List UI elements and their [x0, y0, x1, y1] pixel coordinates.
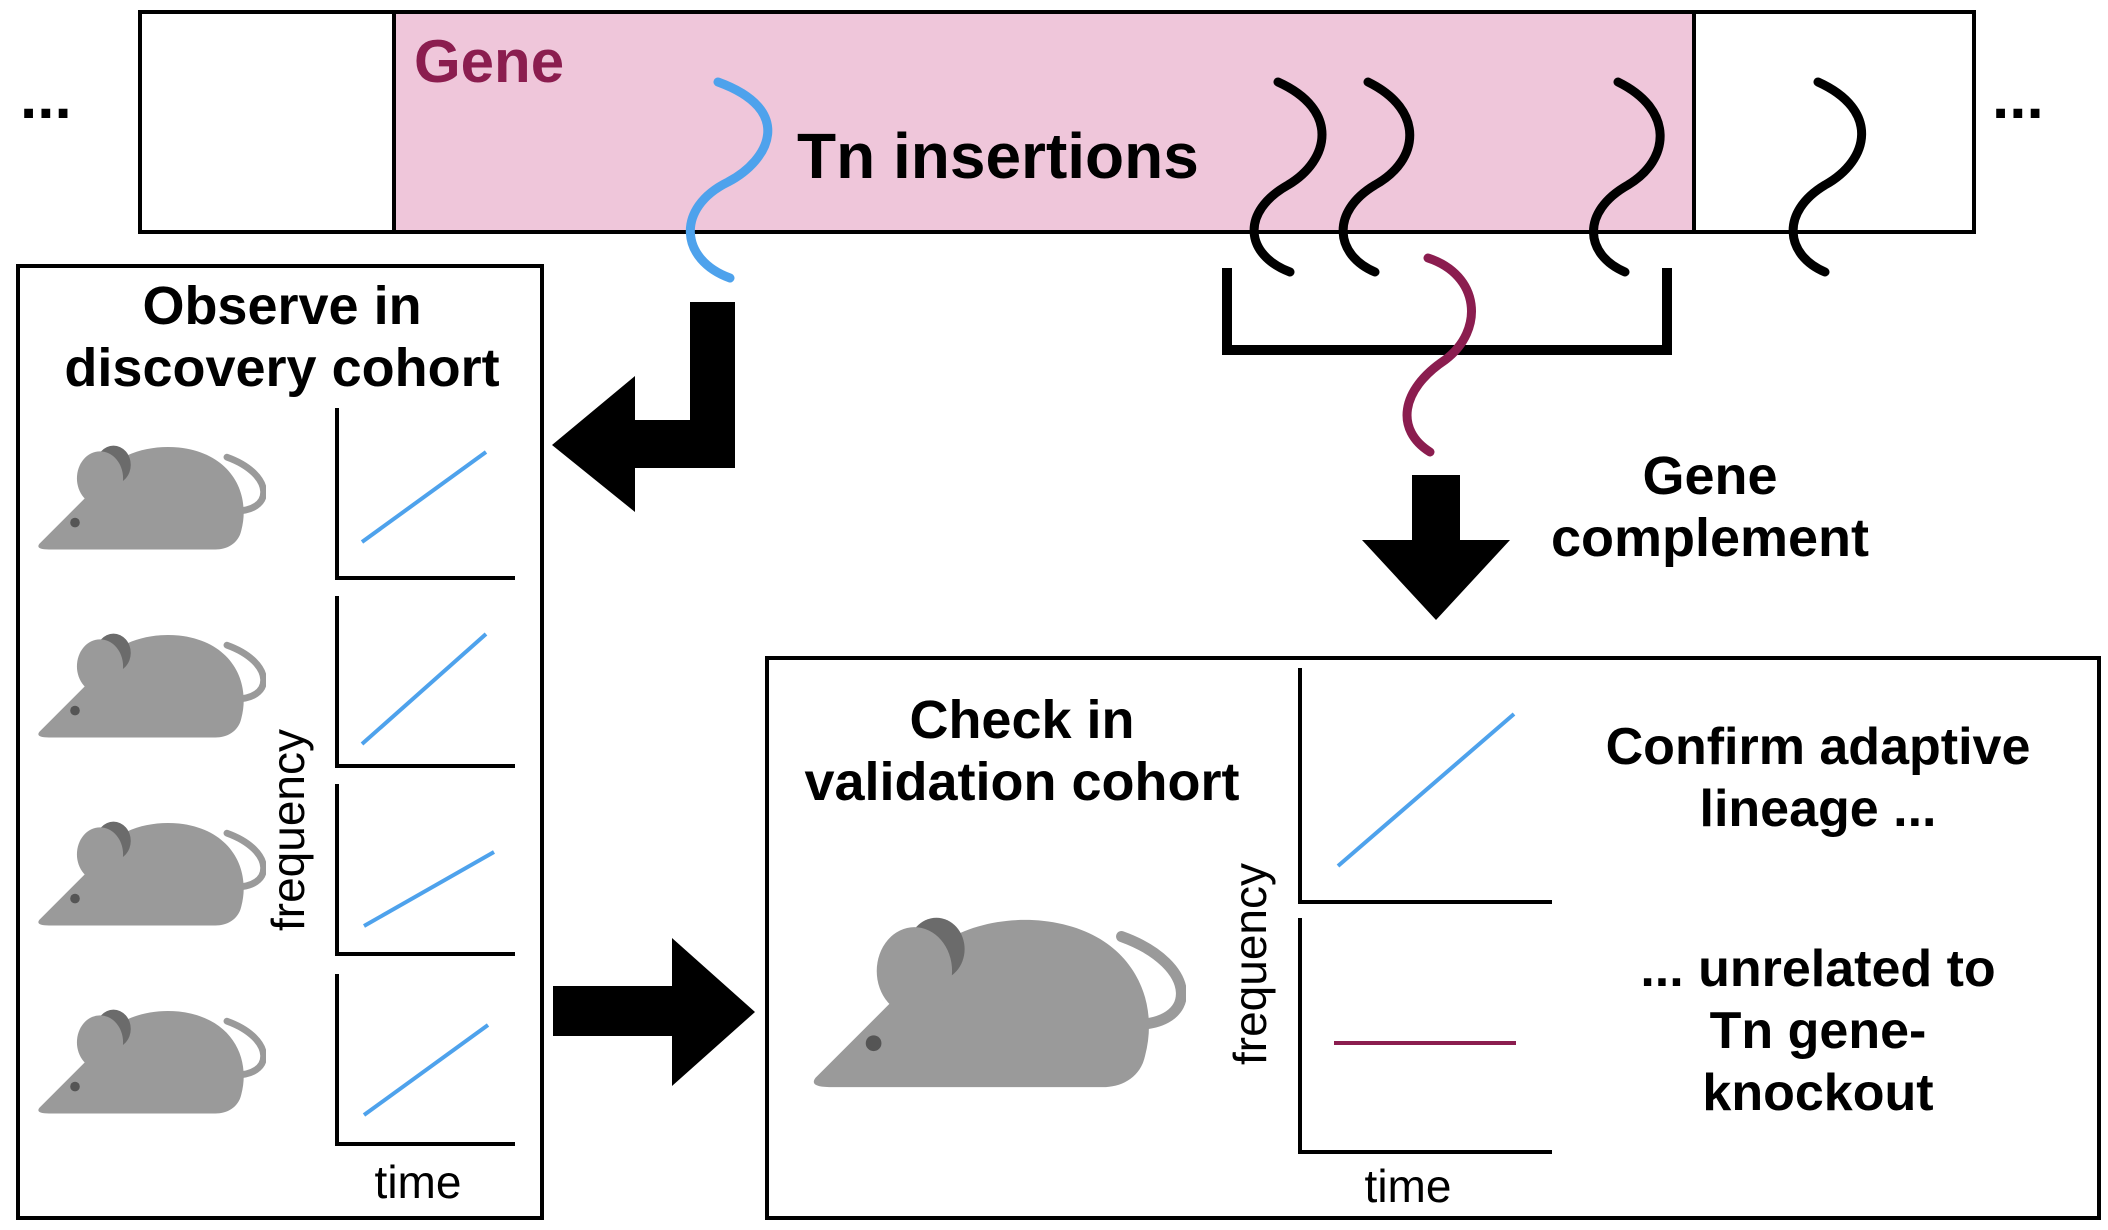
validation-cohort-panel: Check in validation cohort frequency tim… [765, 656, 2101, 1220]
tn-insertion-1 [1249, 77, 1327, 277]
elbow-arrow-to-discovery [552, 302, 735, 512]
tn-insertion-adaptive [685, 77, 773, 283]
discovery-plot-3 [335, 784, 515, 956]
unrelated-line1: ... unrelated to [1640, 940, 1995, 998]
confirm-line2: lineage ... [1700, 780, 1937, 838]
right-ellipsis: ... [1992, 63, 2044, 132]
plot-axes [335, 784, 515, 956]
complement-down-arrow [1362, 475, 1510, 620]
adaptive-frequency-line [1336, 712, 1516, 868]
gene-label: Gene [414, 28, 564, 95]
gene-complement-group: Gene complement [1222, 253, 1869, 620]
tn-insertion-3 [1589, 77, 1665, 277]
discovery-xlabel: time [375, 1156, 462, 1208]
frequency-trend-line [363, 850, 495, 928]
unrelated-line3: knockout [1702, 1064, 1933, 1122]
validation-xlabel: time [1365, 1160, 1452, 1212]
discovery-plot-4 [335, 974, 515, 1146]
frequency-trend-line [360, 632, 488, 746]
discovery-ylabel: frequency [262, 729, 314, 931]
downstream-region [1692, 10, 1976, 234]
left-ellipsis: ... [20, 63, 72, 132]
upstream-region [138, 10, 396, 234]
plot-axes [335, 974, 515, 1146]
frequency-trend-line [362, 1023, 490, 1117]
plot-axes [1298, 668, 1552, 904]
tn-insertion-4 [1788, 77, 1867, 277]
discovery-plot-2 [335, 596, 515, 768]
validation-plot-complement [1298, 918, 1552, 1154]
plot-axes [335, 408, 515, 580]
unrelated-line2: Tn gene- [1710, 1002, 1927, 1060]
complement-gene-copy [1402, 253, 1476, 457]
validation-title-line2: validation cohort [804, 752, 1239, 812]
complement-label-line2: complement [1551, 508, 1869, 568]
validation-title-line1: Check in [909, 690, 1134, 750]
genome-track: ... Gene Tn insertions ... [20, 10, 2044, 283]
complement-bracket [1222, 268, 1672, 355]
gene-region [392, 10, 1696, 234]
validation-ylabel: frequency [1224, 863, 1276, 1065]
discovery-plot-1 [335, 408, 515, 580]
tn-insertion-2 [1338, 77, 1415, 277]
discovery-cohort-panel: Observe in discovery cohort frequency ti… [16, 264, 544, 1220]
frequency-trend-line [360, 450, 488, 544]
right-arrow-to-validation [553, 938, 755, 1086]
plot-axes [1298, 918, 1552, 1154]
plot-axes [335, 596, 515, 768]
tn-insertions-label: Tn insertions [797, 120, 1199, 192]
complement-label-line1: Gene [1642, 446, 1777, 506]
confirm-line1: Confirm adaptive [1606, 718, 2031, 776]
discovery-title-line2: discovery cohort [64, 338, 499, 398]
validation-plot-adaptive [1298, 668, 1552, 904]
discovery-title-line1: Observe in [142, 276, 421, 336]
